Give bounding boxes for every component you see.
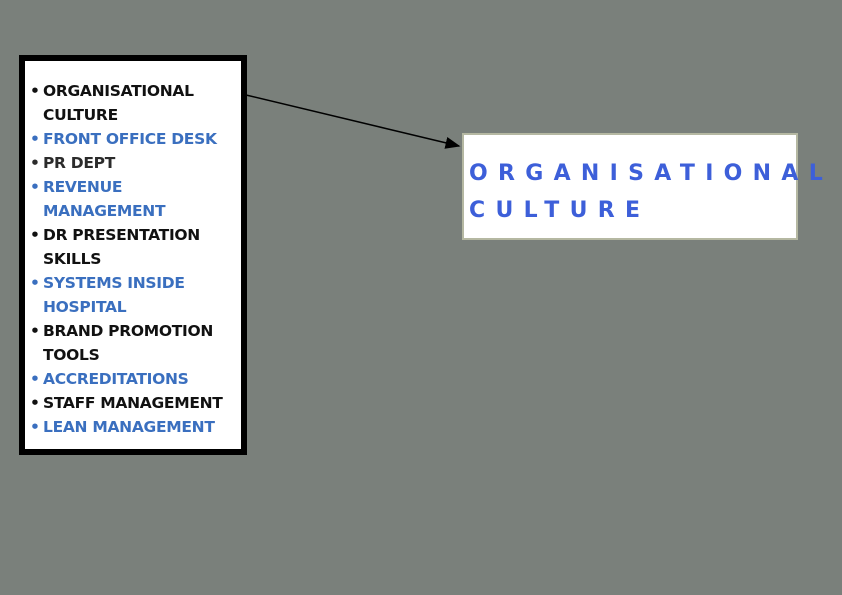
list-item: •DR PRESENTATION SKILLS: [30, 223, 223, 271]
list-item-line: •ACCREDITATIONS: [30, 367, 223, 391]
list-item-line: •ORGANISATIONAL: [30, 79, 223, 103]
list-item-line: MANAGEMENT: [30, 199, 223, 223]
list-item-text: STAFF MANAGEMENT: [43, 394, 223, 412]
list-item-text: SKILLS: [43, 250, 102, 268]
list-item-text: HOSPITAL: [43, 298, 127, 316]
list-item: •PR DEPT: [30, 151, 223, 175]
list-item-line: HOSPITAL: [30, 295, 223, 319]
list-item-text: REVENUE: [43, 178, 123, 196]
list-item-text: ACCREDITATIONS: [43, 370, 189, 388]
bullet-icon: •: [30, 154, 40, 172]
topic-title: ORGANISATIONAL CULTURE: [469, 155, 833, 229]
list-item-line: •STAFF MANAGEMENT: [30, 391, 223, 415]
list-item-text: ORGANISATIONAL: [43, 82, 194, 100]
list-item: •STAFF MANAGEMENT: [30, 391, 223, 415]
bullet-icon: •: [30, 274, 40, 292]
list-item-line: CULTURE: [30, 103, 223, 127]
list-item-text: DR PRESENTATION: [43, 226, 200, 244]
bullet-icon: •: [30, 226, 40, 244]
bullet-icon: •: [30, 130, 40, 148]
list-item-text: TOOLS: [43, 346, 100, 364]
list-item: •ORGANISATIONAL CULTURE: [30, 79, 223, 127]
bullet-icon: •: [30, 322, 40, 340]
list-item-text: CULTURE: [43, 106, 118, 124]
list-item-line: •BRAND PROMOTION: [30, 319, 223, 343]
list-item-line: •PR DEPT: [30, 151, 223, 175]
topic-title-line: CULTURE: [469, 198, 651, 223]
topic-title-box: ORGANISATIONAL CULTURE: [462, 133, 823, 240]
list-item: •ACCREDITATIONS: [30, 367, 223, 391]
list-item-text: SYSTEMS INSIDE: [43, 274, 185, 292]
list-item: •REVENUE MANAGEMENT: [30, 175, 223, 223]
list-item-line: TOOLS: [30, 343, 223, 367]
list-item-text: MANAGEMENT: [43, 202, 166, 220]
list-item-line: •SYSTEMS INSIDE: [30, 271, 223, 295]
list-item-line: •FRONT OFFICE DESK: [30, 127, 223, 151]
list-item-line: •REVENUE: [30, 175, 223, 199]
bullet-icon: •: [30, 418, 40, 436]
bullet-icon: •: [30, 394, 40, 412]
list-item-line: •DR PRESENTATION: [30, 223, 223, 247]
list-item-text: FRONT OFFICE DESK: [43, 130, 217, 148]
list-item-text: LEAN MANAGEMENT: [43, 418, 215, 436]
list-item-text: PR DEPT: [43, 154, 115, 172]
topic-title-line: ORGANISATIONAL: [469, 161, 834, 186]
bullet-icon: •: [30, 178, 40, 196]
bullet-icon: •: [30, 370, 40, 388]
list-item-line: •LEAN MANAGEMENT: [30, 415, 223, 439]
list-item: •FRONT OFFICE DESK: [30, 127, 223, 151]
list-item: •SYSTEMS INSIDE HOSPITAL: [30, 271, 223, 319]
list-item: •BRAND PROMOTION TOOLS: [30, 319, 223, 367]
list-item-line: SKILLS: [30, 247, 223, 271]
bullet-icon: •: [30, 82, 40, 100]
list-item: •LEAN MANAGEMENT: [30, 415, 223, 439]
list-item-text: BRAND PROMOTION: [43, 322, 214, 340]
